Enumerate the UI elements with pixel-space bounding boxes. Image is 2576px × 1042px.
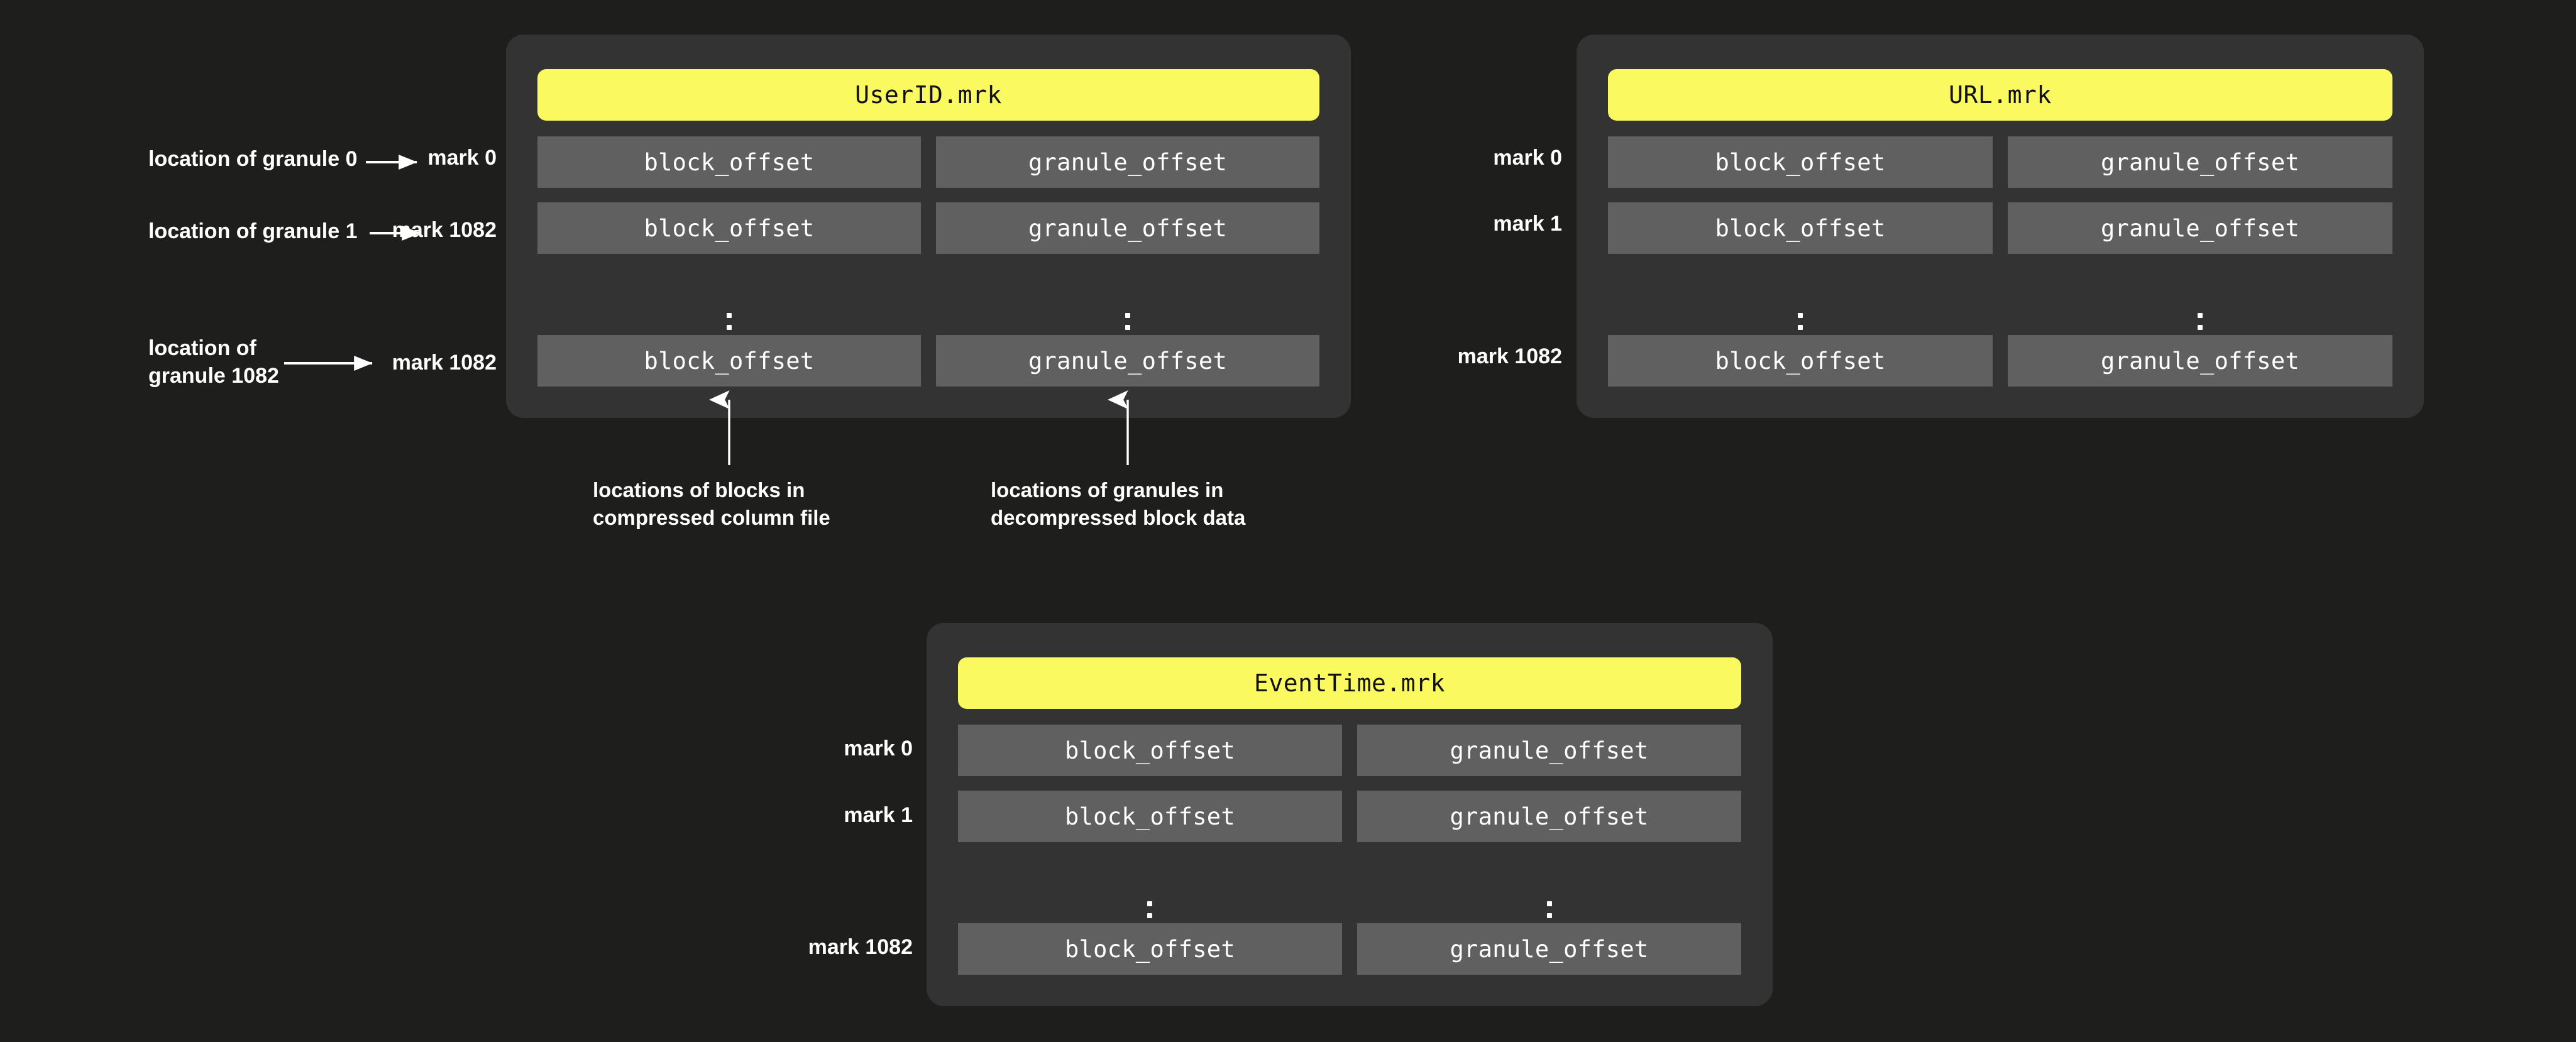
- panel-userid-mrk: UserID.mrk block_offset granule_offset b…: [506, 35, 1351, 418]
- panel-url-mrk: URL.mrk block_offset granule_offset bloc…: [1577, 35, 2424, 418]
- cell-granule-offset[interactable]: granule_offset: [2008, 202, 2392, 254]
- cell-granule-offset[interactable]: granule_offset: [936, 136, 1319, 188]
- cell-block-offset[interactable]: block_offset: [1608, 202, 1993, 254]
- panel-title-userid: UserID.mrk: [537, 69, 1319, 121]
- cell-granule-offset[interactable]: granule_offset: [936, 202, 1319, 254]
- mark-label-eventtime-0: mark 0: [844, 737, 913, 760]
- cell-granule-offset[interactable]: granule_offset: [936, 335, 1319, 387]
- cell-granule-offset[interactable]: granule_offset: [2008, 335, 2392, 387]
- mark-label-url-0: mark 0: [1493, 146, 1562, 170]
- cell-block-offset[interactable]: block_offset: [958, 791, 1342, 842]
- cell-granule-offset[interactable]: granule_offset: [2008, 136, 2392, 188]
- note-locations-of-blocks: locations of blocks in compressed column…: [593, 478, 830, 529]
- annotation-location-of-granule-0: location of granule 0: [148, 147, 358, 171]
- panel-title-eventtime: EventTime.mrk: [958, 657, 1741, 709]
- cell-block-offset[interactable]: block_offset: [537, 136, 921, 188]
- cell-block-offset[interactable]: block_offset: [1608, 335, 1993, 387]
- cell-block-offset[interactable]: block_offset: [958, 725, 1342, 776]
- cell-block-offset[interactable]: block_offset: [1608, 136, 1993, 188]
- mark-label-url-1: mark 1: [1493, 212, 1562, 236]
- annotation-target-mark-0: mark 0: [427, 146, 497, 170]
- cell-block-offset[interactable]: block_offset: [537, 202, 921, 254]
- note-locations-of-granules: locations of granules in decompressed bl…: [991, 478, 1246, 529]
- cell-block-offset[interactable]: block_offset: [958, 923, 1342, 975]
- mark-label-url-1082: mark 1082: [1457, 344, 1562, 368]
- annotation-target-mark-1: mark 1082: [392, 218, 497, 242]
- annotation-location-of-granule-1: location of granule 1: [148, 219, 358, 243]
- annotation-target-mark-1082: mark 1082: [392, 351, 497, 375]
- cell-granule-offset[interactable]: granule_offset: [1357, 791, 1741, 842]
- panel-eventtime-mrk: EventTime.mrk block_offset granule_offse…: [927, 623, 1773, 1006]
- mark-label-eventtime-1: mark 1: [844, 803, 913, 827]
- cell-granule-offset[interactable]: granule_offset: [1357, 725, 1741, 776]
- cell-granule-offset[interactable]: granule_offset: [1357, 923, 1741, 975]
- cell-block-offset[interactable]: block_offset: [537, 335, 921, 387]
- panel-title-url: URL.mrk: [1608, 69, 2392, 121]
- annotation-location-of-granule-1082: location of granule 1082: [148, 336, 279, 388]
- mark-label-eventtime-1082: mark 1082: [808, 935, 913, 959]
